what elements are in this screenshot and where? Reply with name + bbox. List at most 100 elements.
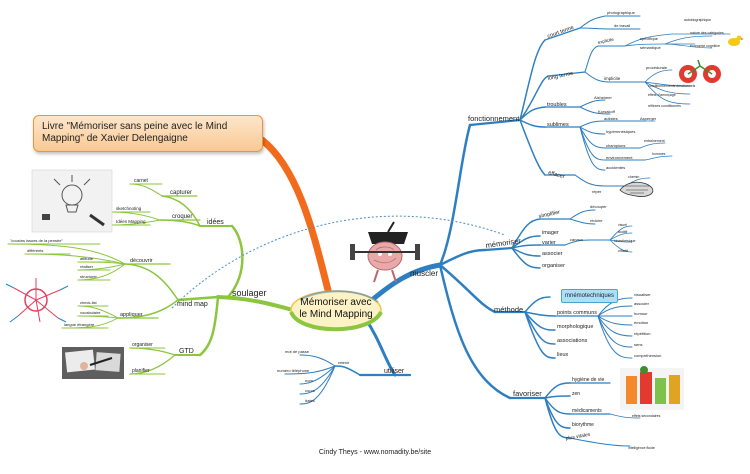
node-idees: idées	[207, 219, 224, 226]
node-effacer: effacer	[547, 170, 565, 180]
node-varier: varier	[542, 240, 556, 246]
node-canaux: canaux	[570, 237, 583, 242]
node-decouvrir: découvrir	[130, 258, 153, 264]
node-visuel: visuel	[618, 223, 627, 227]
bird-icon	[728, 35, 744, 46]
node-korsakoff: Korsakoff	[598, 109, 616, 114]
node-attitude: attitude	[80, 256, 94, 261]
node-fonctionnement: fonctionnement	[468, 114, 520, 123]
book-branch	[258, 136, 332, 294]
node-structurer: structurer	[80, 274, 98, 279]
node-entrainement: entraînement	[644, 139, 665, 143]
node-appliquer: appliquer	[120, 312, 143, 318]
node-associer-met: associer	[634, 301, 650, 306]
node-sublimes: sublimes	[547, 122, 569, 128]
node-sens: sens	[634, 342, 642, 347]
node-specifique: spécifique	[640, 36, 659, 41]
bicycle-icon	[679, 59, 721, 83]
node-retenir: retenir	[338, 360, 350, 365]
node-procedurale: procédurale	[646, 65, 668, 70]
node-hygiene: hygiène de vie	[572, 377, 604, 383]
node-reduire: réduire	[590, 218, 603, 223]
node-explicite: explicite	[597, 37, 614, 45]
footer-credit: Cindy Theys - www.nomadity.be/site	[318, 449, 432, 456]
node-alzheimer: Alzheimer	[594, 95, 612, 100]
node-simplifier: simplifier	[538, 210, 561, 220]
node-champions: champions	[606, 143, 625, 148]
node-long-terme: long terme	[547, 71, 574, 82]
central-topic: Mémoriser avec le Mind Mapping	[299, 297, 373, 320]
node-methode: méthode	[494, 305, 523, 314]
node-morphologique: morphologique	[557, 324, 593, 330]
branch-soulager: soulager	[232, 288, 267, 298]
node-dates: dates	[305, 398, 315, 403]
node-cousins: "cousins issues de la pensée"	[10, 238, 63, 243]
book-title-box: Livre "Mémoriser sans peine avec le Mind…	[33, 115, 263, 152]
node-plus-vitales: plus vitales	[565, 432, 591, 442]
node-nom: nom	[305, 378, 313, 383]
node-sketchnoting: sketchnoting	[116, 206, 142, 211]
node-biorythme: biorythme	[572, 422, 594, 428]
node-chemin: chemin	[628, 175, 639, 179]
node-emotion: émotion	[634, 320, 648, 325]
node-photographique: photographique	[607, 10, 636, 15]
node-olfactif: olfactif	[618, 249, 628, 253]
node-associations: associations	[557, 338, 588, 344]
node-vocabulaire: vocabulaire	[80, 310, 101, 315]
chameleon-icon	[619, 181, 654, 197]
node-autistes: autistes	[604, 116, 618, 121]
node-differents: différents	[27, 248, 43, 253]
dotted-link	[171, 215, 506, 309]
node-mind-map: mind map	[177, 301, 208, 308]
node-cours: cours	[305, 388, 315, 393]
lightbulb-sketch-icon	[31, 169, 113, 233]
branch-muscler: muscler	[410, 269, 438, 278]
node-asperger: Asperger	[640, 116, 657, 121]
node-idees-mapping: Idées Mapping	[116, 219, 146, 224]
node-repetition: répétition	[634, 331, 650, 336]
juice-glasses-icon	[620, 366, 684, 410]
node-points-communs: points communs	[557, 310, 597, 316]
node-organiser-mem: organiser	[542, 263, 565, 269]
node-conditionnements: conditionnements émotionnels	[648, 84, 696, 88]
node-environnement: environnement	[606, 155, 633, 160]
node-langue: langue étrangère	[64, 322, 95, 327]
central-node	[289, 290, 383, 332]
node-court-terme: court terme	[547, 25, 575, 40]
node-check-list: check-list	[80, 300, 98, 305]
green-branches	[7, 183, 302, 375]
node-mot-de-passe: mot de passe	[285, 349, 310, 354]
node-realiser: réaliser	[80, 264, 94, 269]
node-decouper: découper	[590, 204, 607, 209]
brain-lifting-weights-icon	[350, 221, 420, 283]
node-zen: zen	[572, 391, 580, 397]
node-intelligence: intelligence fluide	[628, 446, 655, 450]
brain-mindmap-icon	[0, 276, 72, 326]
node-capturer: capturer	[170, 190, 192, 196]
node-de-travail: de travail	[614, 23, 630, 28]
node-nature-categories: nature des catégories	[690, 31, 724, 35]
node-comprehension: compréhension	[634, 353, 661, 358]
node-accidentes: accidentés	[606, 165, 625, 170]
node-medicaments: médicaments	[572, 408, 602, 414]
node-organiser: organiser	[132, 342, 153, 348]
node-imager: imager	[542, 230, 559, 236]
node-hypermnesiques: hypermnésiques	[606, 129, 635, 134]
node-reprer: réper	[592, 189, 602, 194]
node-mnemotechniques: mnémotechniques	[561, 289, 618, 303]
node-gtd: GTD	[179, 348, 194, 355]
node-reflexes: réflexes conditionnés	[648, 104, 681, 108]
branch-utiliser: utiliser	[384, 368, 405, 375]
node-semantique: sémantique	[640, 45, 661, 50]
node-autobiographique: autobiographique	[684, 18, 711, 22]
blue-branches	[284, 15, 731, 447]
node-croquer: croquer	[172, 214, 192, 220]
node-lieux: lieux	[557, 352, 569, 358]
node-amorcage: effets d'amorçage	[648, 93, 676, 97]
node-numero-telephone: numéro téléphone	[277, 368, 310, 373]
node-implicite: implicite	[604, 76, 621, 81]
node-auditif: auditif	[618, 230, 627, 234]
node-carnet: carnet	[134, 178, 149, 184]
node-effets: effets secondaires	[632, 414, 661, 418]
